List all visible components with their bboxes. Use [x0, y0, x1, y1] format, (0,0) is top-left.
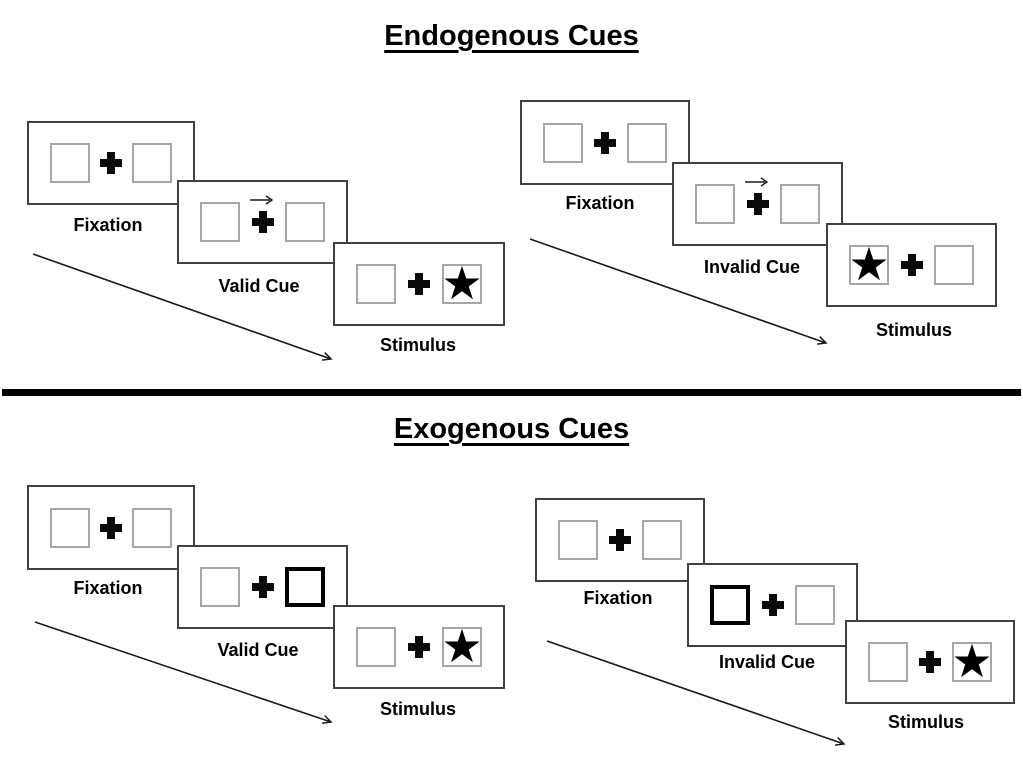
cue-arrow-right-icon: [249, 195, 273, 205]
left-box: [50, 507, 90, 548]
step-label-invalid-cue: Invalid Cue: [703, 257, 801, 277]
stimulus-card: ★: [333, 242, 505, 326]
right-box: [934, 245, 974, 285]
invalid-cue-card: [672, 162, 843, 246]
valid-cue-card: [177, 545, 348, 629]
right-box: [285, 202, 325, 242]
left-box-cue-highlight: [710, 585, 750, 625]
fixation-card: [27, 485, 195, 570]
cue-arrow-right-icon: [744, 177, 768, 187]
step-label-invalid-cue: Invalid Cue: [718, 652, 816, 672]
left-box: [695, 184, 735, 224]
right-box: ★: [441, 619, 483, 673]
fixation-cross-icon: [900, 254, 923, 276]
step-label-stimulus: Stimulus: [379, 335, 456, 355]
step-label-stimulus: Stimulus: [887, 712, 964, 732]
fixation-cross-icon: [100, 516, 122, 539]
star-stimulus-icon: ★: [441, 256, 483, 310]
step-label-fixation: Fixation: [583, 588, 653, 608]
fixation-cross-icon: [609, 529, 631, 551]
fixation-card: [535, 498, 705, 582]
right-box: ★: [951, 634, 993, 688]
fixation-cross-icon: [744, 177, 769, 215]
right-box: [132, 143, 172, 183]
right-box: [132, 507, 172, 548]
step-label-valid-cue: Valid Cue: [217, 640, 299, 660]
left-box: ★: [848, 237, 890, 291]
exogenous-section-title: Exogenous Cues: [393, 413, 630, 445]
invalid-cue-card: [687, 563, 858, 647]
fixation-cross-icon: [919, 651, 941, 673]
fixation-cross-icon: [100, 152, 122, 174]
right-box: ★: [441, 256, 483, 310]
left-box: [200, 567, 240, 607]
endogenous-section-title: Endogenous Cues: [384, 20, 639, 52]
timeline-arrow: [32, 253, 333, 361]
star-stimulus-icon: ★: [848, 237, 890, 291]
timeline-arrow: [529, 238, 828, 345]
fixation-card: [520, 100, 690, 185]
fixation-card: [27, 121, 195, 205]
left-box: [50, 143, 90, 183]
fixation-cross-icon: [408, 636, 430, 658]
left-box: [356, 264, 396, 304]
fixation-cross-icon: [594, 131, 616, 154]
step-label-fixation: Fixation: [73, 215, 143, 235]
step-label-stimulus: Stimulus: [379, 699, 456, 719]
fixation-cross-icon: [761, 594, 784, 616]
stimulus-card: ★: [845, 620, 1015, 704]
stimulus-card: ★: [333, 605, 505, 689]
right-box: [627, 122, 667, 163]
step-label-fixation: Fixation: [565, 193, 635, 213]
step-label-stimulus: Stimulus: [875, 320, 952, 340]
step-label-valid-cue: Valid Cue: [218, 276, 300, 296]
left-box: [558, 520, 598, 560]
stimulus-card: ★: [826, 223, 997, 307]
fixation-cross-icon: [408, 273, 430, 295]
fixation-cross-icon: [251, 576, 274, 598]
valid-cue-card: [177, 180, 348, 264]
left-box: [356, 627, 396, 667]
left-box: [868, 642, 908, 682]
star-stimulus-icon: ★: [441, 619, 483, 673]
right-box: [642, 520, 682, 560]
star-stimulus-icon: ★: [951, 634, 993, 688]
right-box: [780, 184, 820, 224]
left-box: [543, 122, 583, 163]
fixation-cross-icon: [249, 195, 274, 233]
left-box: [200, 202, 240, 242]
timeline-arrow: [34, 621, 333, 724]
step-label-fixation: Fixation: [73, 578, 143, 598]
right-box: [795, 585, 835, 625]
right-box-cue-highlight: [285, 567, 325, 607]
section-divider: [2, 389, 1021, 396]
